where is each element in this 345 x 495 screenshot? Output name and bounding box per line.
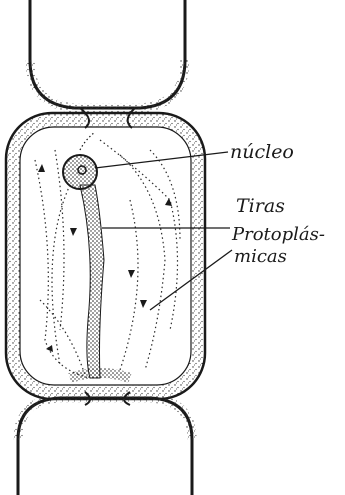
central-cell-wall: [6, 113, 205, 399]
leader-lines: [95, 152, 232, 310]
protoplasmic-strands: [35, 140, 180, 378]
upper-cell: [30, 0, 185, 108]
nucleus-label: núcleo: [230, 141, 294, 163]
streaming-arrows: [38, 164, 172, 352]
strands-label-line1: Tiras: [236, 195, 285, 217]
lower-cell: [18, 398, 192, 495]
central-strand: [70, 185, 130, 378]
strands-label-line2: Protoplás-: [231, 224, 325, 245]
nucleus: [63, 132, 97, 189]
nucleus-leader-line: [95, 152, 228, 168]
strands-label-line3: micas: [234, 246, 287, 267]
